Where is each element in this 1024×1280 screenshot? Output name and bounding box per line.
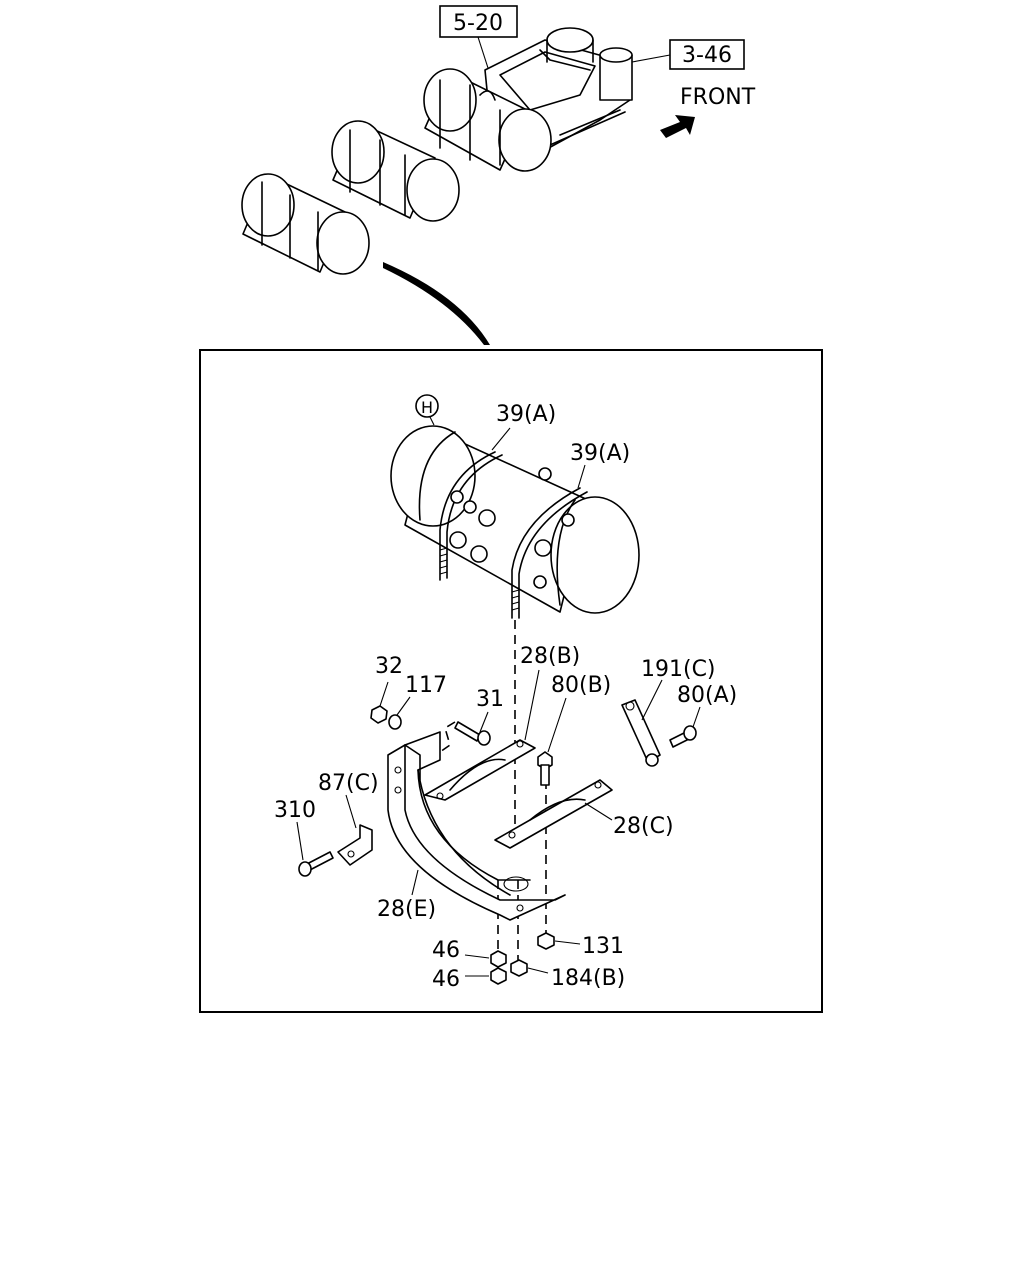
strap-191c — [621, 699, 661, 767]
tank-1 — [423, 68, 552, 172]
detail-tank — [390, 425, 640, 619]
callout-32: 32 — [375, 654, 403, 679]
bolt-80a — [669, 725, 697, 748]
bolt-31 — [439, 721, 491, 753]
callout-310: 310 — [274, 798, 316, 823]
bracket-28e — [387, 731, 566, 921]
bracket-87c — [337, 824, 373, 866]
callout-39a-lower: 39(A) — [570, 441, 630, 466]
detail-marker: H — [415, 394, 439, 426]
callout-80b: 80(B) — [551, 673, 611, 698]
tank-2 — [331, 120, 460, 222]
tank-3 — [241, 173, 370, 275]
callout-80a: 80(A) — [677, 683, 737, 708]
svg-text:H: H — [421, 398, 433, 417]
nut-46-lower — [490, 967, 507, 985]
callout-28c: 28(C) — [613, 814, 674, 839]
nut-184b — [510, 959, 528, 977]
callout-191c: 191(C) — [641, 657, 716, 682]
bolt-310 — [298, 851, 334, 877]
callout-28e: 28(E) — [377, 897, 436, 922]
washer-117 — [388, 714, 402, 730]
callout-leaders — [296, 427, 701, 977]
bracket-28b — [424, 739, 536, 801]
nut-131 — [537, 932, 555, 950]
detail-leader-curve — [383, 262, 490, 345]
overview-assembly: 5-20 3-46 FRONT — [241, 5, 756, 345]
detail-frame — [199, 349, 823, 1013]
callout-184b: 184(B) — [551, 966, 625, 991]
callout-28b: 28(B) — [520, 644, 580, 669]
callout-46-upper: 46 — [432, 938, 460, 963]
ref-3-46: 3-46 — [682, 43, 732, 68]
callout-39a-upper: 39(A) — [496, 402, 556, 427]
callout-31: 31 — [476, 687, 504, 712]
callout-117: 117 — [405, 673, 447, 698]
ref-box-3-46 — [669, 39, 745, 70]
callout-87c: 87(C) — [318, 771, 379, 796]
front-arrow-icon — [660, 115, 695, 138]
nut-46-upper — [490, 950, 507, 968]
callout-46-lower: 46 — [432, 967, 460, 992]
callout-131: 131 — [582, 934, 624, 959]
nut-32 — [370, 705, 388, 724]
front-label: FRONT — [680, 85, 756, 110]
ref-5-20: 5-20 — [453, 11, 503, 36]
bracket-28c — [494, 779, 613, 849]
bolt-80b — [537, 751, 553, 786]
